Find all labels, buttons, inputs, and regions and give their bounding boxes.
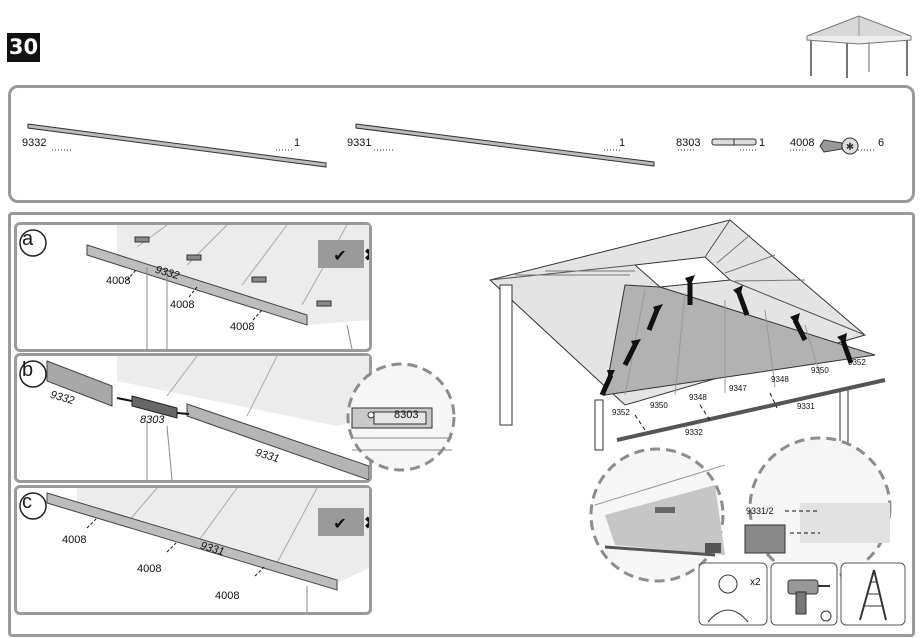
overview-panel-label: 9352 [612,408,630,417]
panel-a-screw-label: 4008 [170,299,195,311]
svg-text:✱: ✱ [846,142,854,153]
overview-panel-label: 9352 [848,358,866,367]
rail-9331-drawing [355,123,655,167]
overview-panel-label: 9350 [811,366,829,375]
svg-text:✔: ✔ [333,248,346,265]
rail-9332-drawing [27,123,327,168]
panel-a-drawing: ✔ ✖ [19,225,369,349]
gazebo-thumbnail-icon [806,15,912,78]
panel-a-screw-label: 4008 [230,321,255,333]
panel-c-screw-label: 4008 [137,563,162,575]
panel-b-letter: b [22,359,34,381]
connector-8303-drawing [711,138,757,146]
step-number-badge: 30 [7,33,40,62]
overview-detail-label: 9331/2 [746,506,774,516]
overview-detail-bubble-right [744,436,892,580]
part-code-9332: 9332 [22,137,47,149]
people-count-label: x2 [750,577,761,588]
panel-b-detail-bubble [346,362,456,472]
svg-text:✖: ✖ [363,513,369,533]
panel-a-letter: a [22,228,34,250]
two-people-icon [698,562,768,626]
panel-b-detail-label: 8303 [394,409,419,421]
overview-rail-label: 9332 [685,428,703,437]
part-qty-9332: 1 [294,137,301,149]
gazebo-overview-drawing [488,219,886,451]
panel-c-drawing: ✔ ✖ [19,488,369,612]
part-qty-8303: 1 [759,137,766,149]
screw-4008-drawing: ✱ [819,137,859,155]
part-code-4008: 4008 [790,137,815,149]
panel-c-letter: c [22,491,32,513]
overview-panel-label: 9350 [650,401,668,410]
panel-b-drawing [19,356,369,480]
part-qty-4008: 6 [878,137,885,149]
drill-icon [770,562,838,626]
panel-c-screw-label: 4008 [62,534,87,546]
panel-c-screw-label: 4008 [215,590,240,602]
panel-a-screw-label: 4008 [106,275,131,287]
screwdriver-no-icon [318,508,364,536]
svg-text:✖: ✖ [363,245,369,265]
parts-drawings: ✱ [27,123,876,168]
overview-panel-label: 9348 [771,375,789,384]
ladder-icon [840,562,906,626]
part-code-8303: 8303 [676,137,701,149]
panel-b-center-label: 8303 [140,414,165,426]
overview-detail-bubble-left [589,447,726,583]
svg-text:✔: ✔ [333,516,346,533]
screwdriver-ok-icon [318,240,364,268]
overview-rail-label: 9331 [797,402,815,411]
part-qty-9331: 1 [619,137,626,149]
overview-panel-label: 9348 [689,393,707,402]
overview-panel-label: 9347 [729,384,747,393]
part-code-9331: 9331 [347,137,372,149]
